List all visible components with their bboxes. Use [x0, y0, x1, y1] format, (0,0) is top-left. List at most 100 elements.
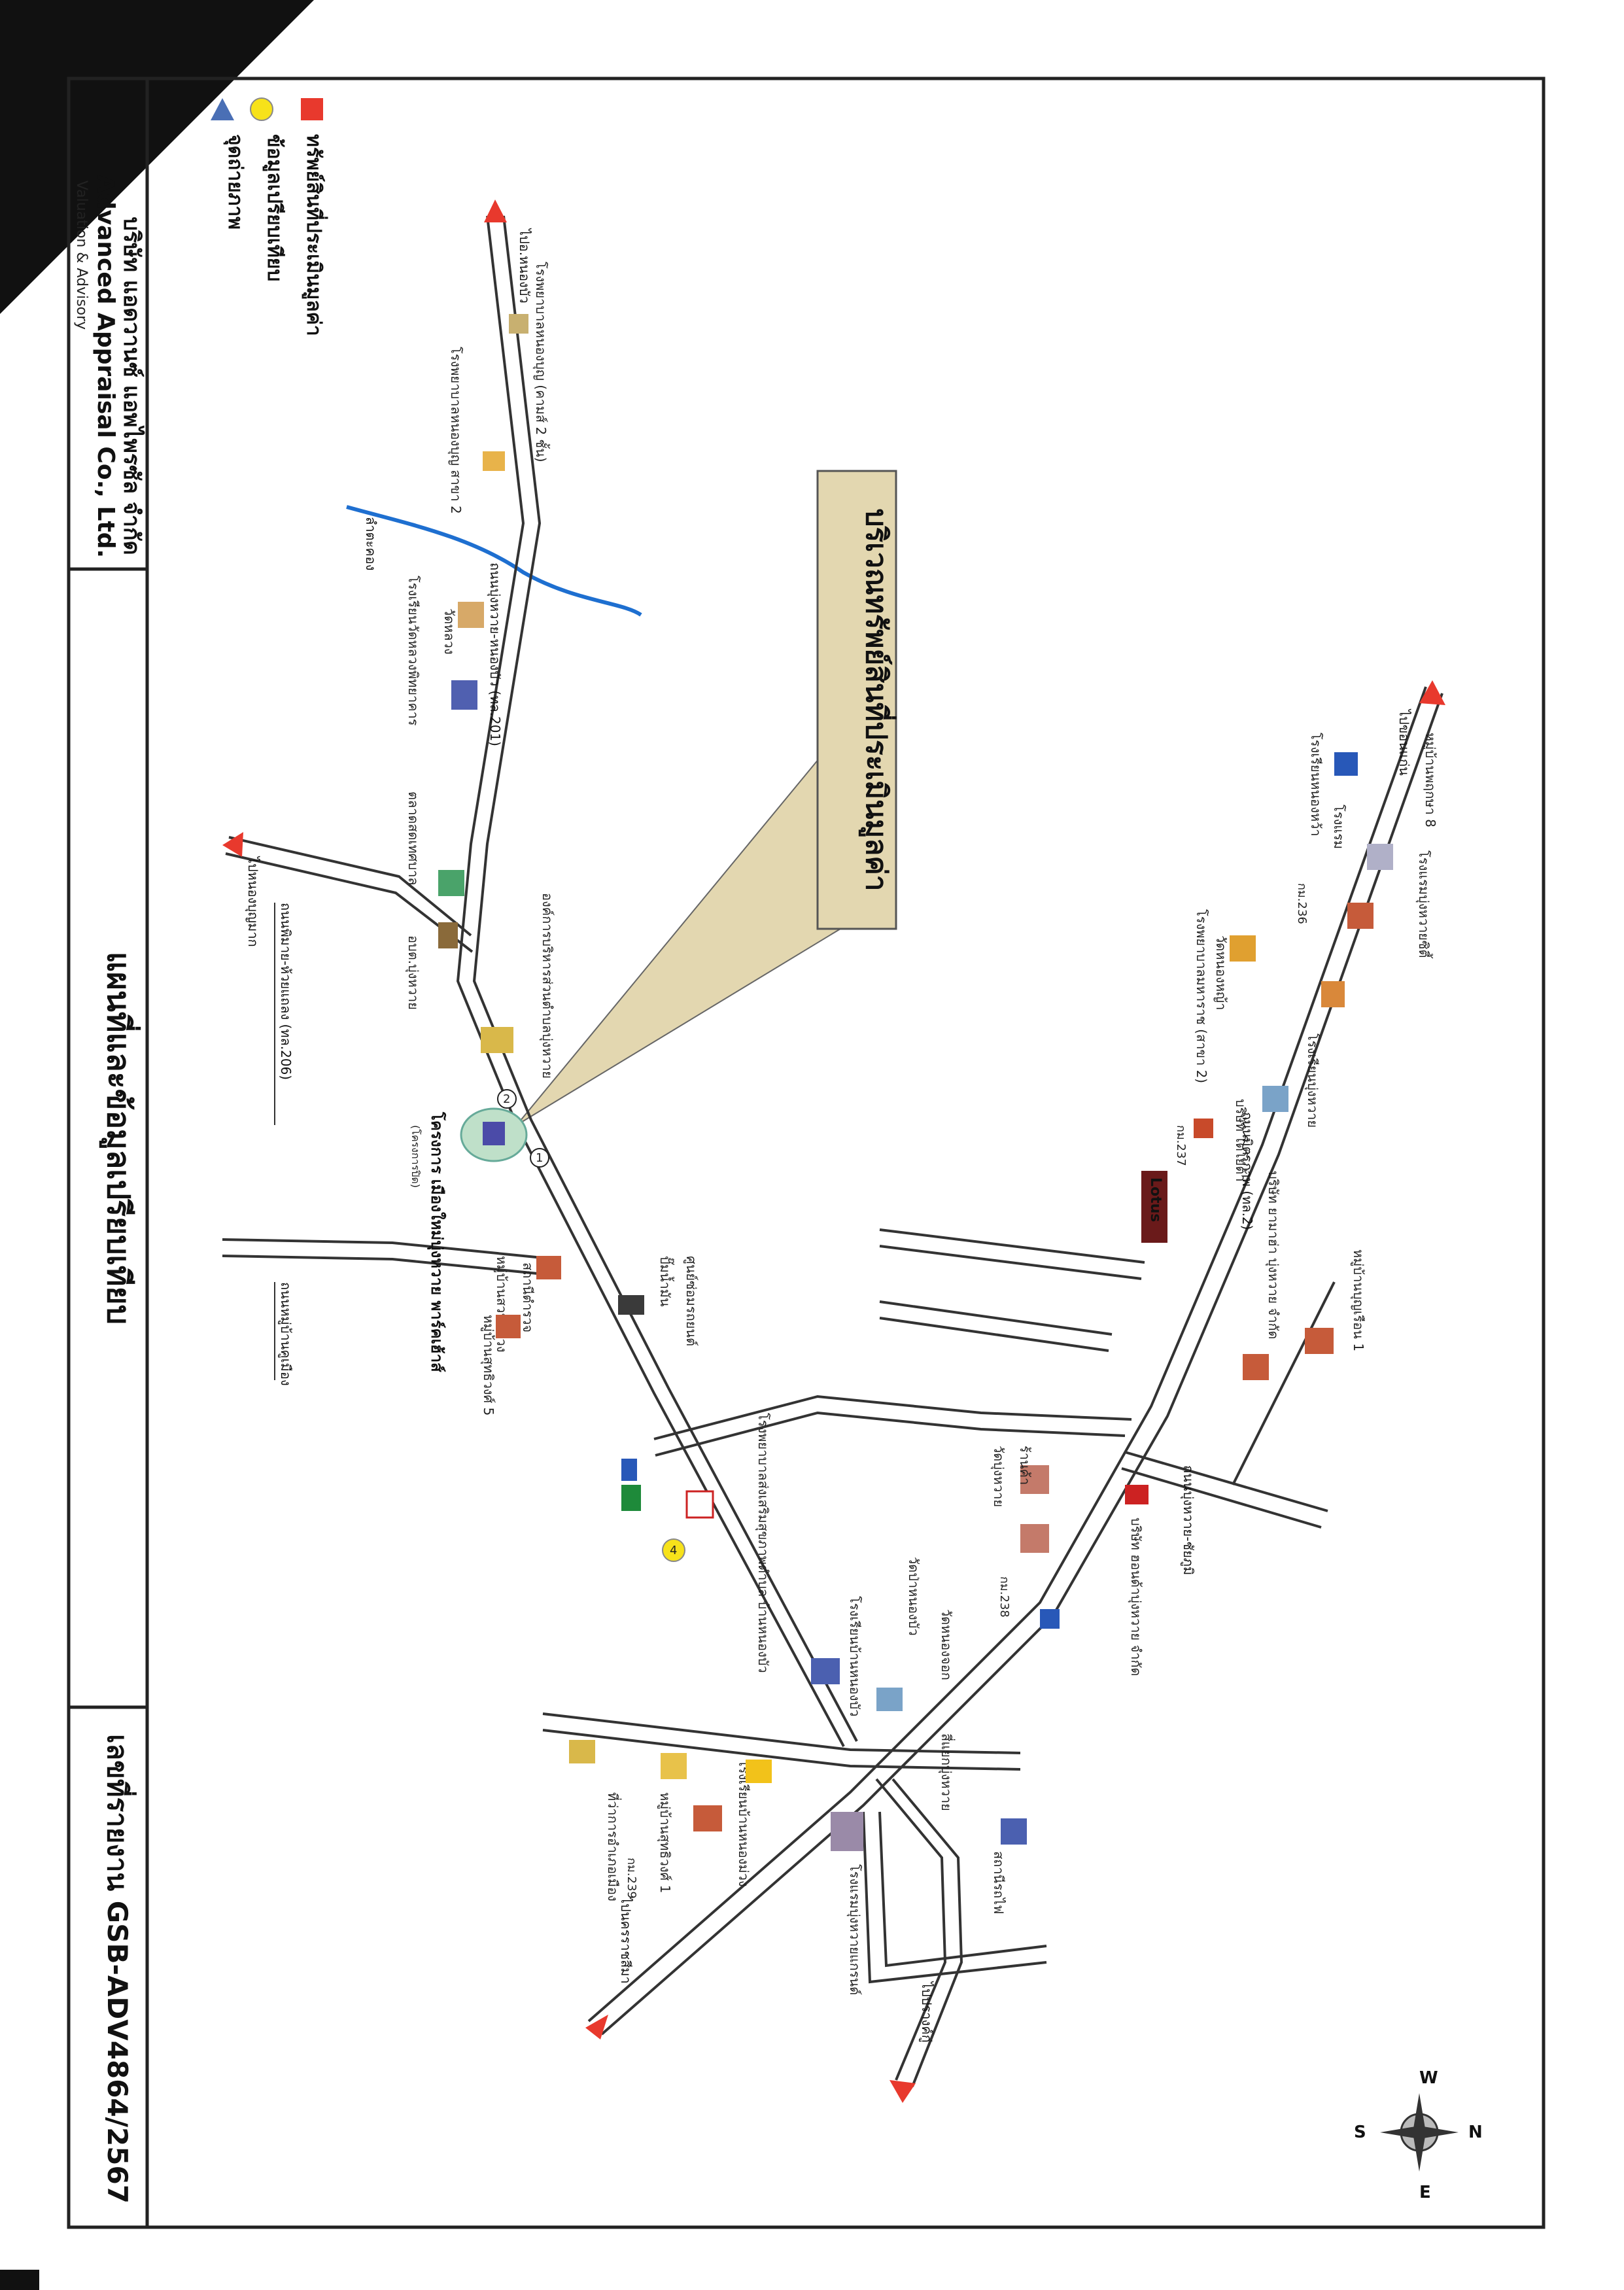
label-km237: กม.237: [1174, 1125, 1188, 1166]
label-hospital: โรงพยาบาลส่งเสริมสุขภาพตำบล บ้านหนองบัว: [755, 1413, 771, 1673]
toyota-icon: [1262, 1086, 1288, 1112]
label-police: สถานีตำรวจ: [520, 1262, 536, 1332]
police-icon: [536, 1256, 561, 1279]
road-stub-1-inner: [879, 1245, 1142, 1280]
label-motel: โรงแรมบุ่งหวายซิตี้: [1415, 850, 1433, 959]
village5-icon: [496, 1315, 521, 1338]
school7-icon: [1334, 752, 1358, 776]
label-building: โรงแรมบุ่งหวายแกรนด์: [846, 1864, 863, 1995]
arrow-khonkaen: [1419, 680, 1445, 705]
scan-edge: [0, 2270, 39, 2290]
label-office: อบต.บุ่งหวาย: [405, 935, 421, 1010]
callout-text: บริเวณทรัพย์สินที่ประเมินมูลค่า: [859, 509, 897, 892]
comparable-4-text: 4: [670, 1544, 677, 1557]
hospital-cross-icon: [685, 1490, 714, 1519]
village1-icon: [693, 1805, 722, 1831]
callout-pointer: [516, 731, 841, 1126]
label-village-b: หมู่บ้านบุญเรือน 1: [1350, 1249, 1366, 1351]
label-to-nongbunmak: ไปหนองบุญมาก: [245, 856, 261, 947]
route-number-1: [530, 1148, 549, 1168]
label-school-3: โรงเรียนวัดหลวงพิทยาคาร: [406, 576, 421, 726]
landmarks: โรงพยาบาลหนองบุญ (คามส์ 2 ชั้น) โรงพยาบา…: [405, 262, 1438, 1995]
school4-icon: [811, 1658, 840, 1684]
label-km238: กม.238: [997, 1576, 1011, 1618]
road-south-spur-inner: [878, 1811, 1047, 1968]
road-village: [222, 1238, 557, 1260]
subject-project-label: โครงการ เมืองใหม่บุ่งหวาย พาร์คเฮ้าส์: [426, 1111, 447, 1372]
wat3b-icon: [1020, 1524, 1049, 1553]
label-shop: ร้านค้า: [1017, 1446, 1033, 1485]
road-far-east-inner: [1121, 1467, 1322, 1529]
label-honda: บริษัท ฮอนด้าบุ่งหวาย จำกัด: [1128, 1518, 1144, 1676]
route-number-1-text: 1: [536, 1151, 543, 1165]
village-b-icon: [1305, 1328, 1334, 1354]
label-to-nongbua: ไปอ.หนองบัว: [517, 228, 532, 304]
label-school-4: โรงเรียนบ้านหนองบัว: [847, 1596, 863, 1716]
label-wat-5: วัดหนองจอก: [939, 1609, 954, 1680]
mall-icon: [1243, 1354, 1269, 1380]
district-icon: [481, 1027, 513, 1053]
label-district: องค์การบริหารส่วนตำบลบุ่งหวาย: [539, 893, 555, 1079]
hospital-icon-2: [483, 451, 505, 471]
compass-w: W: [1419, 2068, 1438, 2088]
gas-icon: [618, 1295, 644, 1315]
label-village-5: หมู่บ้านสุทธิวงศ์ 5: [480, 1315, 496, 1415]
road-main-hwy: [587, 686, 1427, 2022]
label-gas: ปั๊มน้ำมัน: [657, 1256, 675, 1307]
wat3-icon: [1020, 1465, 1049, 1494]
road-stub-1: [879, 1228, 1145, 1264]
label-hospital-2: โรงพยาบาลมหาราช (สาขา 2): [1194, 909, 1209, 1083]
legend-photo-icon: [211, 98, 234, 120]
label-city-hall: ที่ว่าการอำเภอเมือง: [605, 1792, 622, 1901]
road-far-east-2: [1232, 1281, 1336, 1485]
compass-s: S: [1354, 2123, 1366, 2142]
label-garage: ศูนย์ซ่อมรถยนต์: [683, 1256, 699, 1346]
compass: N S E W: [1354, 2068, 1483, 2202]
label-toyota: บริษัท โตโยต้า: [1233, 1099, 1249, 1182]
label-km236: กม.236: [1295, 883, 1309, 924]
road-connector-inner: [542, 1729, 1021, 1771]
label-road-nongbunmak: ถนนพิมาย-ห้วยแถลง (ทล.206): [278, 903, 294, 1080]
lotus-icon: [1141, 1171, 1167, 1243]
road-south-spur: [862, 1811, 1047, 1984]
route-number-2-text: 2: [503, 1092, 510, 1106]
road-to-nongbua-inner: [472, 215, 858, 1742]
label-temple: วัดหลวง: [441, 608, 457, 655]
arrow-prangku: [890, 2080, 916, 2103]
comparable-4[interactable]: [662, 1538, 685, 1562]
building-icon: [831, 1812, 863, 1851]
label-school-2: โรงพยาบาลหนองบุญ สาขา 2: [447, 347, 464, 514]
label-to-prangku: ไปปรางค์กู่: [918, 1981, 935, 2043]
hotel-icon: [1347, 903, 1373, 929]
wat5-icon: [1040, 1609, 1060, 1629]
road-connector: [542, 1712, 1021, 1754]
label-km239: กม.239: [625, 1858, 638, 1899]
label-hwy-main: ถนนมิตรภาพ (ทล.2): [1239, 1112, 1255, 1230]
compass-needle-ew: [1380, 2126, 1459, 2139]
label-school-1: โรงพยาบาลหนองบุญ (คามส์ 2 ชั้น): [532, 262, 550, 462]
road-to-nongbunmak-inner: [225, 852, 474, 953]
legend-photo-label: จุดถ่ายภาพ: [223, 134, 247, 230]
label-hwy-local: ถนนบุ่งหวาย-หนองบัว (ทล.201): [487, 563, 503, 746]
label-to-nakhon: ไปนครราชสีมา: [618, 1896, 634, 1984]
hospital-icon-1: [509, 314, 528, 334]
label-school-6: โรงเรียนบุ่งหวาย: [1304, 1033, 1321, 1128]
subject-project-sub: (โครงการปิด): [409, 1125, 422, 1188]
bts-icon: [1001, 1818, 1027, 1845]
label-village-c: หมู่บ้านพฤกษา 8: [1422, 733, 1438, 827]
map-title: แผนที่และข้อมูลเปรียบเทียบ: [99, 952, 141, 1325]
label-mall: บริษัท ยามาฮ่า บุ่งหวาย จำกัด: [1265, 1171, 1281, 1340]
wat4-icon: [1230, 935, 1256, 962]
road-village-inner: [222, 1255, 558, 1277]
stream-lamtakhong: [346, 505, 642, 617]
report-number: เลขที่รายงาน GSB-ADV4864/2567: [101, 1734, 137, 2204]
label-wat-4: วัดหนองหญ้า: [1213, 935, 1229, 1010]
label-bts: สถานีรถไฟ: [991, 1851, 1007, 1914]
road-stub-2-inner: [879, 1317, 1109, 1352]
legend-subject-label: ทรัพย์สินที่ประเมินมูลค่า: [302, 134, 328, 336]
legend-subject-swatch: [301, 98, 323, 120]
market-icon: [438, 870, 464, 896]
school5-icon: [661, 1753, 687, 1779]
school-icon-3: [451, 680, 477, 710]
office-icon: [438, 922, 458, 948]
